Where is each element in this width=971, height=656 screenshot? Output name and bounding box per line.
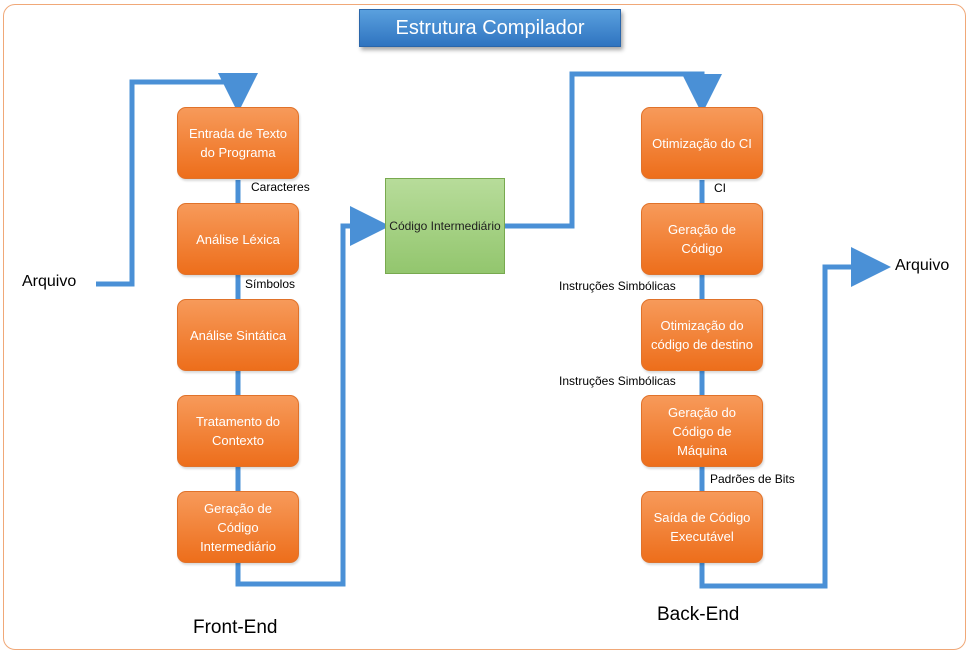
- connector-label-instrucoes-simbolicas-1: Instruções Simbólicas: [559, 279, 676, 293]
- front-to-intermediate-arrow: [235, 206, 390, 587]
- step-analise-lexica: Análise Léxica: [177, 203, 299, 275]
- step-analise-sintatica: Análise Sintática: [177, 299, 299, 371]
- step-otimizacao-codigo-destino: Otimização do código de destino: [641, 299, 763, 371]
- output-arrow: [699, 247, 891, 589]
- step-saida-codigo-executavel: Saída de Código Executável: [641, 491, 763, 563]
- connector-label-ci: CI: [714, 181, 726, 195]
- step-otimizacao-ci: Otimização do CI: [641, 107, 763, 179]
- step-geracao-codigo: Geração de Código: [641, 203, 763, 275]
- back-end-label: Back-End: [657, 604, 740, 625]
- intermediate-code-box: Código Intermediário: [385, 178, 505, 274]
- intermediate-to-back-arrow: [505, 71, 722, 229]
- connector-label-simbolos: Símbolos: [245, 277, 296, 291]
- step-tratamento-contexto: Tratamento do Contexto: [177, 395, 299, 467]
- connector-label-padroes-bits: Padrões de Bits: [710, 472, 795, 486]
- input-file-label: Arquivo: [22, 273, 77, 290]
- step-geracao-codigo-maquina: Geração do Código de Máquina: [641, 395, 763, 467]
- output-file-label: Arquivo: [895, 257, 950, 274]
- diagram-title: Estrutura Compilador: [359, 9, 621, 47]
- connector-label-instrucoes-simbolicas-2: Instruções Simbólicas: [559, 374, 676, 388]
- connector-label-caracteres: Caracteres: [251, 180, 310, 194]
- step-geracao-codigo-intermediario: Geração de Código Intermediário: [177, 491, 299, 563]
- diagram-frame: [3, 4, 966, 650]
- front-end-label: Front-End: [193, 617, 278, 638]
- step-entrada-texto: Entrada de Texto do Programa: [177, 107, 299, 179]
- input-arrow: [96, 73, 258, 287]
